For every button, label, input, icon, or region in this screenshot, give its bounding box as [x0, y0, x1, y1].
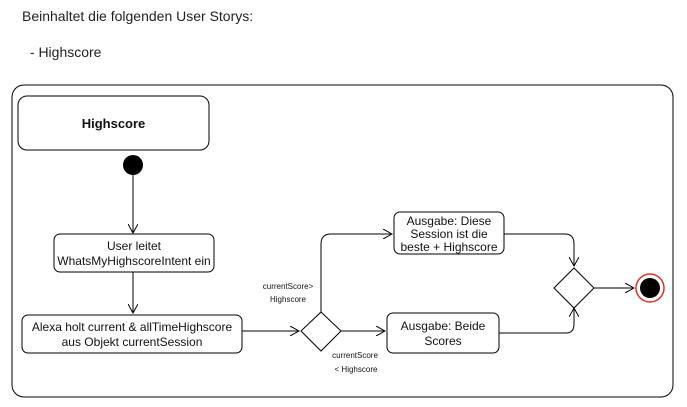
diagram-frame — [11, 84, 674, 398]
action-fetch-line-2: aus Objekt currentSession — [62, 335, 203, 349]
action-both-line-2: Scores — [424, 334, 461, 348]
edge-both-to-merge — [499, 308, 574, 334]
merge-node — [553, 267, 595, 309]
action-user-intent-line-1: User leitet — [107, 239, 162, 253]
action-fetch-scores — [21, 314, 243, 354]
action-fetch-line-1: Alexa holt current & allTimeHighscore — [32, 320, 233, 334]
final-node-core — [640, 278, 660, 298]
intro-text: Beinhaltet die folgenden User Storys: — [22, 8, 254, 24]
guard-greater-line-1: currentScore> — [263, 282, 314, 291]
guard-less-line-1: currentScore — [332, 351, 378, 360]
diagram-title: Highscore — [82, 116, 146, 131]
guard-less-line-2: < Highscore — [335, 365, 378, 374]
action-best-line-1: Ausgabe: Diese — [407, 214, 492, 228]
action-user-intent-line-2: WhatsMyHighscoreIntent ein — [57, 254, 210, 268]
action-best-line-2: Session ist die — [410, 227, 488, 241]
edge-decision-to-best — [320, 234, 392, 312]
edge-best-to-merge — [504, 233, 574, 266]
diagram-title-box — [17, 95, 210, 151]
user-story-item: - Highscore — [26, 44, 102, 60]
action-best-session — [393, 211, 505, 255]
decision-node — [300, 311, 342, 352]
action-best-line-3: beste + Highscore — [400, 240, 497, 254]
action-both-line-1: Ausgabe: Beide — [401, 319, 486, 333]
guard-greater-line-2: Highscore — [270, 295, 307, 304]
action-user-intent — [53, 233, 215, 273]
initial-node — [123, 155, 143, 175]
